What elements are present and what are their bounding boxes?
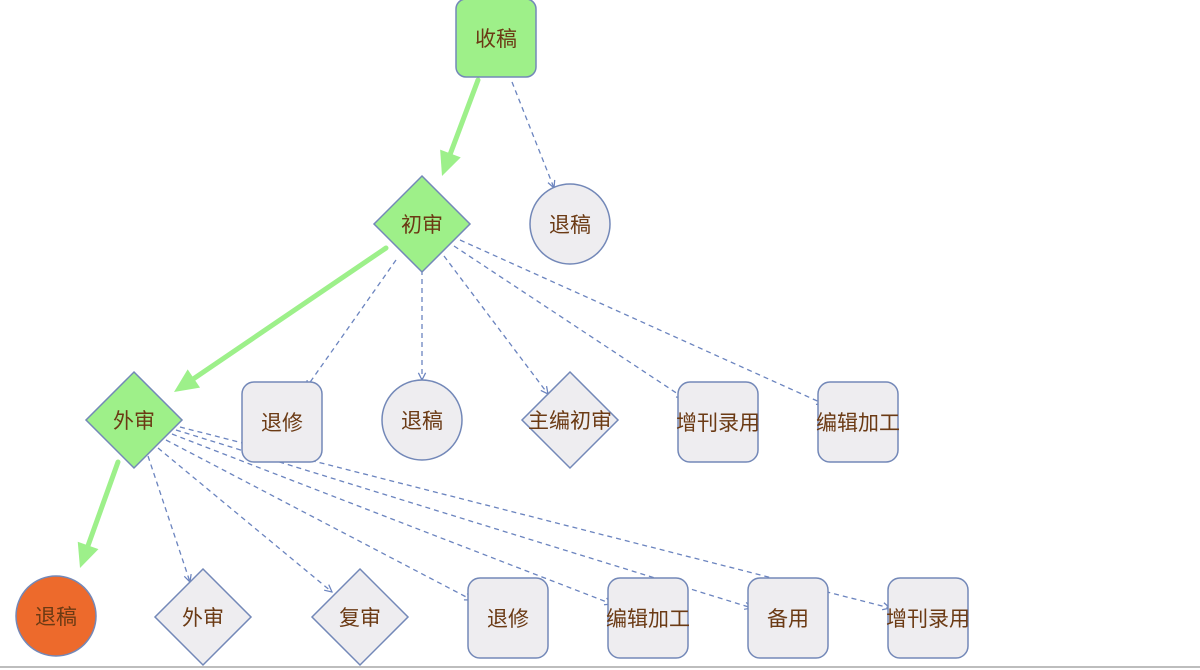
node-return2-shape (381, 379, 463, 461)
edge-initial-to-edit1 (459, 239, 824, 404)
node-edit2-label: 编辑加工 (606, 607, 690, 631)
edge-arrowhead (174, 369, 201, 392)
node-recheck-shape (310, 567, 410, 667)
node-edit1[interactable]: 编辑加工 (816, 381, 900, 463)
edges-layer (77, 77, 890, 608)
node-edit1-shape (817, 381, 899, 463)
node-return2[interactable]: 退稿 (381, 379, 463, 461)
node-root-shape (455, 0, 537, 78)
edge-arrowhead (77, 541, 99, 568)
bottom-divider (0, 666, 1200, 668)
edge-arrowhead (440, 149, 461, 176)
edge-external-to-revise2 (165, 439, 472, 600)
node-return3-shape (15, 575, 97, 657)
node-edit1-label: 编辑加工 (816, 411, 900, 435)
node-chief[interactable]: 主编初审 (520, 370, 620, 470)
node-root[interactable]: 收稿 (455, 0, 537, 78)
node-chief-shape (520, 370, 620, 470)
edge-external-to-external2 (147, 455, 190, 582)
node-initial[interactable]: 初审 (372, 174, 472, 274)
node-supplement2[interactable]: 增刊录用 (886, 577, 970, 659)
node-supplement1-label: 增刊录用 (676, 411, 760, 435)
node-return1-shape (529, 183, 611, 265)
node-external-label: 外审 (113, 409, 155, 433)
node-backup-label: 备用 (767, 607, 809, 631)
node-external[interactable]: 外审 (84, 370, 184, 470)
edge-initial-to-external (174, 245, 389, 392)
edge-root-to-return1 (511, 81, 554, 188)
edge-initial-to-supplement1 (453, 245, 684, 398)
edge-root-to-initial (440, 77, 481, 176)
node-revise2-shape (467, 577, 549, 659)
edge-initial-to-revise1 (306, 259, 397, 388)
edge-external-to-edit2 (171, 433, 612, 604)
node-edit2[interactable]: 编辑加工 (606, 577, 690, 659)
node-recheck[interactable]: 复审 (310, 567, 410, 667)
node-revise1[interactable]: 退修 (241, 381, 323, 463)
node-revise2[interactable]: 退修 (467, 577, 549, 659)
node-chief-label: 主编初审 (528, 409, 612, 433)
node-recheck-label: 复审 (339, 606, 381, 630)
node-external2[interactable]: 外审 (153, 567, 253, 667)
node-external2-shape (153, 567, 253, 667)
node-initial-label: 初审 (401, 213, 443, 237)
node-backup-shape (747, 577, 829, 659)
node-return3-label: 退稿 (35, 605, 77, 629)
edge-external-to-return3 (77, 459, 121, 568)
node-backup[interactable]: 备用 (747, 577, 829, 659)
node-edit2-shape (607, 577, 689, 659)
edge-initial-to-chief (443, 255, 548, 394)
node-revise1-shape (241, 381, 323, 463)
nodes-layer: 收稿 退稿 初审 外审 退修 退稿 主编初审 增刊录用 编辑加工 退稿 外审 复… (15, 0, 970, 667)
node-supplement2-label: 增刊录用 (886, 607, 970, 631)
node-return3[interactable]: 退稿 (15, 575, 97, 657)
edge-external-to-recheck (157, 447, 332, 592)
node-return2-label: 退稿 (401, 409, 443, 433)
node-supplement1[interactable]: 增刊录用 (676, 381, 760, 463)
node-external2-label: 外审 (182, 606, 224, 630)
node-root-label: 收稿 (475, 27, 517, 51)
node-return1[interactable]: 退稿 (529, 183, 611, 265)
node-external-shape (84, 370, 184, 470)
node-supplement2-shape (887, 577, 969, 659)
node-supplement1-shape (677, 381, 759, 463)
node-revise2-label: 退修 (487, 607, 529, 631)
node-return1-label: 退稿 (549, 213, 591, 237)
node-revise1-label: 退修 (261, 411, 303, 435)
node-initial-shape (372, 174, 472, 274)
